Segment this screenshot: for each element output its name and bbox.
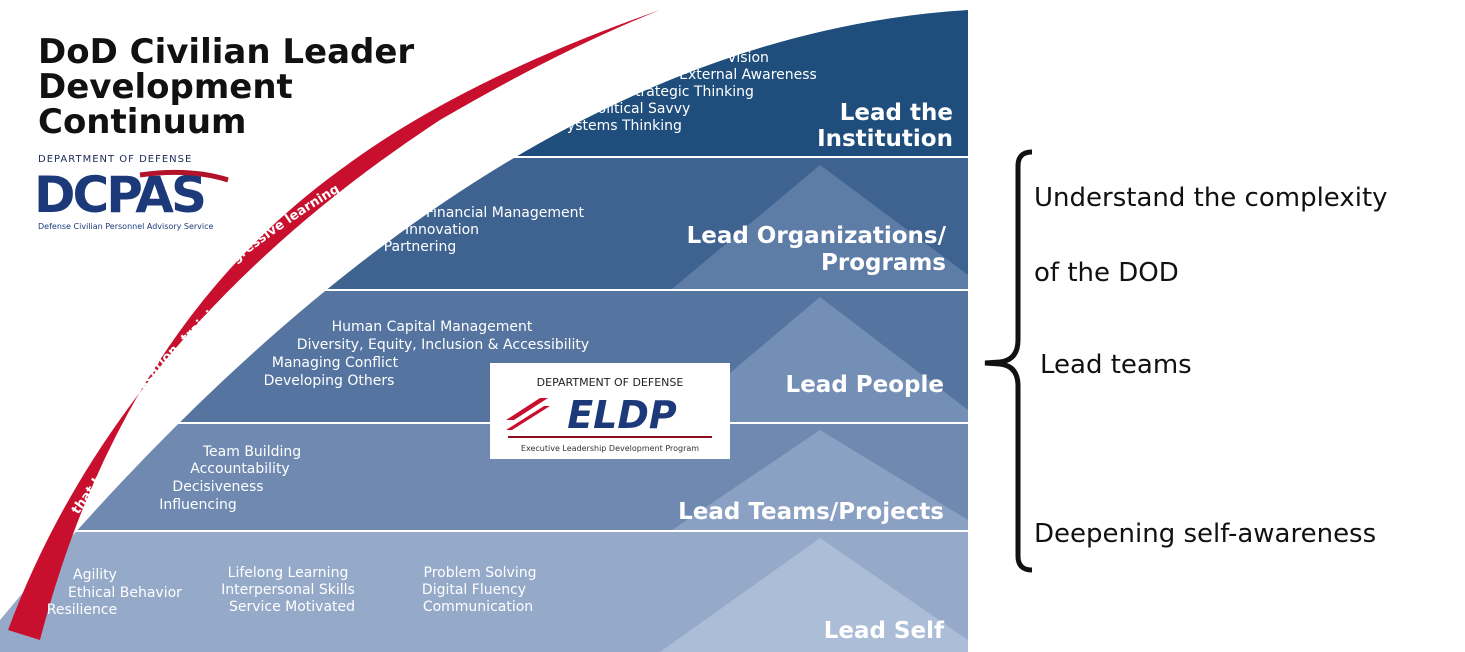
triangle-shading — [660, 538, 968, 652]
skill-label: Service Motivated — [229, 599, 355, 615]
dcpas-logo: DEPARTMENT OF DEFENSE DCPAS Defense Civi… — [34, 154, 229, 231]
skill-label: Communication — [423, 599, 533, 615]
level-title: Lead the — [840, 100, 953, 126]
skill-label: Team Building — [202, 444, 301, 460]
skill-label: Lifelong Learning — [228, 565, 349, 581]
annotation-complexity: Understand the complexity — [1034, 183, 1388, 213]
annotation-dod: of the DOD — [1034, 258, 1179, 288]
annotation-self-awareness: Deepening self-awareness — [1034, 519, 1377, 549]
dcpas-header: DEPARTMENT OF DEFENSE — [38, 154, 192, 165]
skill-label: Strategic Thinking — [626, 84, 754, 100]
skill-label: Influencing — [159, 497, 237, 513]
eldp-wordmark: ELDP — [567, 393, 677, 437]
skill-label: Developing Others — [264, 373, 395, 389]
curly-bracket — [984, 149, 1033, 573]
dcpas-swoosh — [139, 169, 229, 183]
skill-label: Digital Fluency — [422, 582, 526, 598]
level-title: Lead Teams/Projects — [678, 499, 944, 525]
skill-label: Systems Thinking — [558, 118, 682, 134]
skill-label: Interpersonal Skills — [221, 582, 355, 598]
dcpas-caption: Defense Civilian Personnel Advisory Serv… — [38, 222, 214, 231]
level-title: Lead Self — [824, 618, 945, 644]
skill-label: Managing Conflict — [272, 355, 399, 371]
eldp-logo-box — [490, 363, 730, 459]
skill-label: Vision — [727, 50, 769, 66]
skill-label: Human Capital Management — [332, 319, 533, 335]
skill-label: Financial Management — [426, 205, 584, 221]
triangle-shading — [672, 165, 968, 289]
skill-label: Diversity, Equity, Inclusion & Accessibi… — [297, 337, 589, 353]
triangle-shading — [672, 430, 968, 530]
skill-label: Political Savvy — [590, 101, 691, 117]
annotation-lead-teams: Lead teams — [1040, 350, 1192, 380]
eldp-header: DEPARTMENT OF DEFENSE — [537, 376, 684, 389]
skill-label: Accountability — [190, 461, 289, 477]
diagram-title-line: Continuum — [38, 102, 246, 142]
diagram-title-line: Development — [38, 67, 293, 107]
level-title: Lead People — [786, 372, 944, 398]
skill-label: Resilience — [47, 602, 117, 618]
skill-label: Decisiveness — [172, 479, 263, 495]
diagram-title-line: DoD Civilian Leader — [38, 32, 414, 72]
level-title: Lead Organizations/ — [687, 223, 947, 249]
level-title: Institution — [817, 126, 953, 152]
skill-label: Innovation — [405, 222, 479, 238]
skill-label: Partnering — [384, 239, 457, 255]
eldp-logo: DEPARTMENT OF DEFENSE ELDP Executive Lea… — [490, 363, 730, 459]
skill-label: External Awareness — [679, 67, 817, 83]
eldp-caption: Executive Leadership Development Program — [521, 444, 699, 453]
dcpas-wordmark: DCPAS — [34, 166, 204, 224]
pyramid-tiers — [0, 10, 968, 652]
triangle-shading — [672, 297, 968, 422]
skill-label: Ethical Behavior — [68, 585, 182, 601]
skill-label: Agility — [73, 567, 117, 583]
skill-label: Problem Solving — [424, 565, 537, 581]
level-title: Programs — [821, 250, 946, 276]
